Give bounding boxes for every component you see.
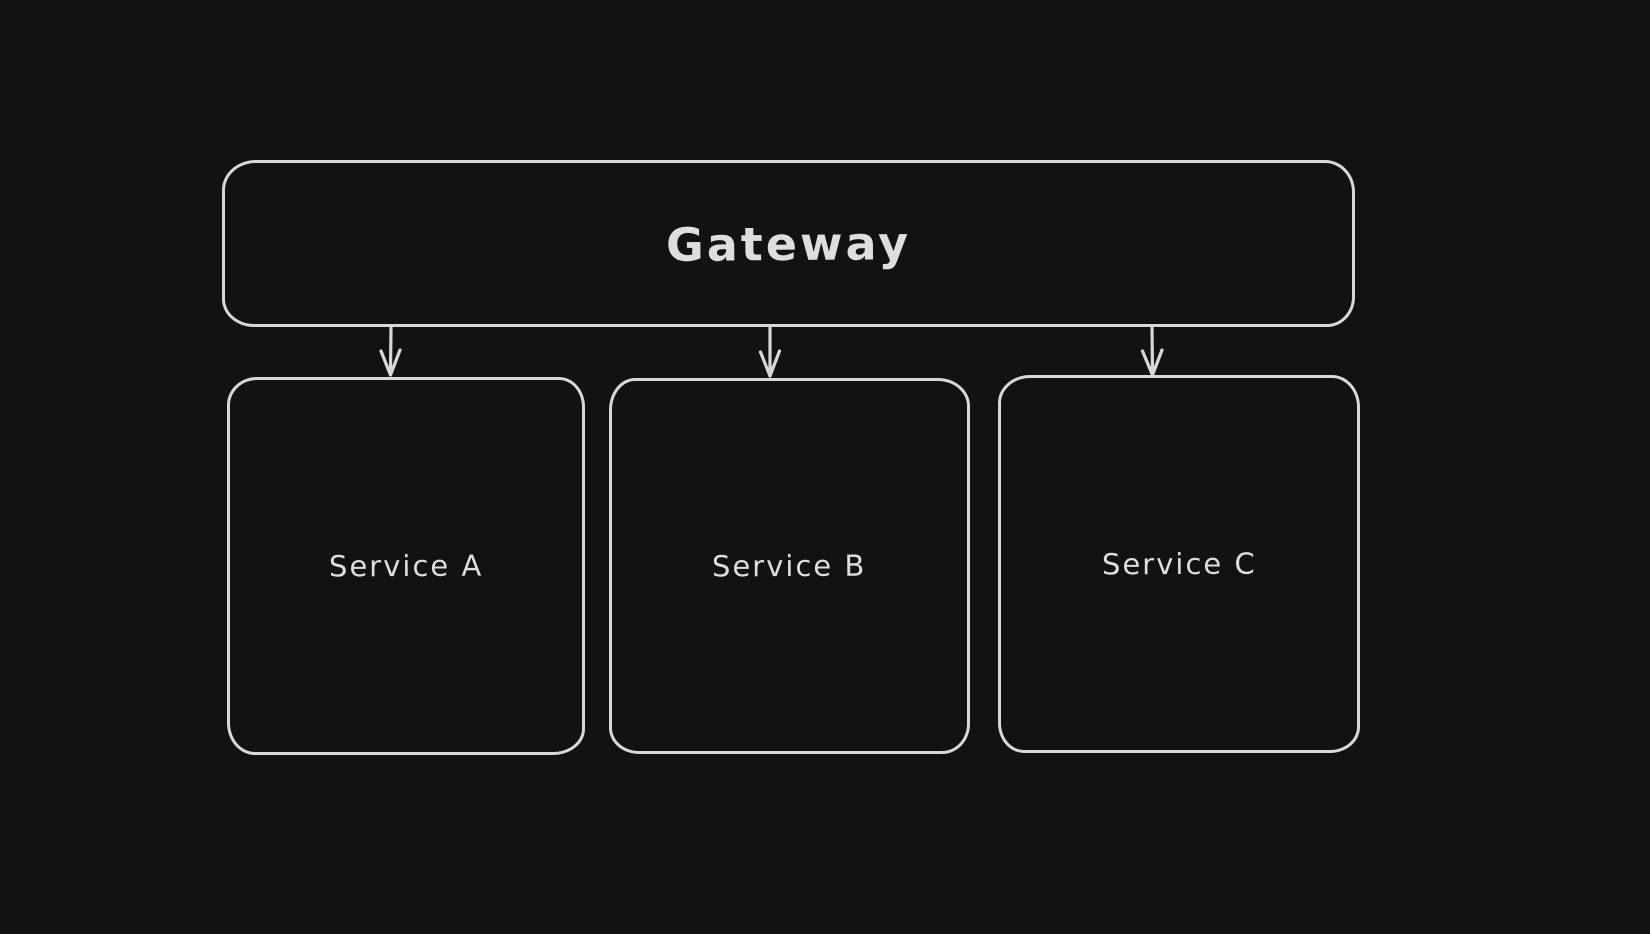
arrow-gateway-to-service-b[interactable] (758, 326, 782, 378)
arrow-gateway-to-service-a[interactable] (379, 326, 402, 377)
node-service-c-label: Service C (1101, 546, 1257, 582)
node-service-a-label: Service A (328, 548, 484, 584)
node-service-b[interactable]: Service B (609, 378, 970, 754)
node-service-a[interactable]: Service A (227, 377, 585, 755)
arrow-gateway-to-service-c[interactable] (1140, 326, 1164, 377)
node-gateway-label: Gateway (665, 215, 912, 272)
node-service-c[interactable]: Service C (998, 375, 1360, 753)
node-gateway[interactable]: Gateway (222, 160, 1355, 327)
node-service-b-label: Service B (712, 548, 867, 584)
